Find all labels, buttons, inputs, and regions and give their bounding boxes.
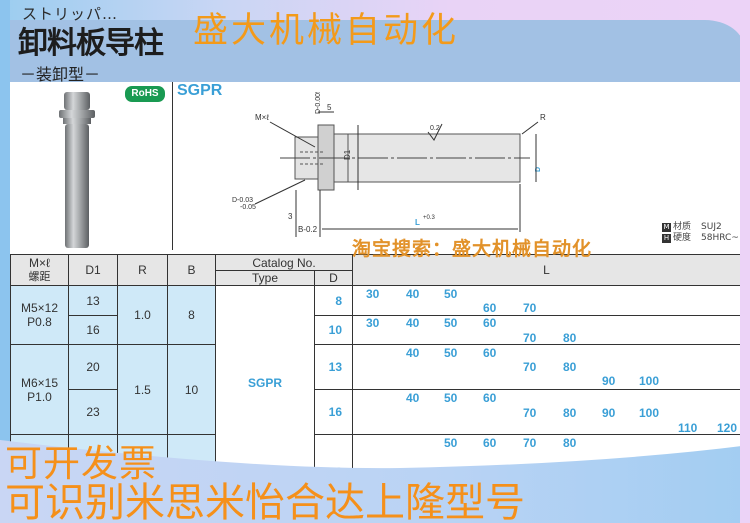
promo-model-compat-text: 可识别米思米怡合达上隆型号 [5,480,525,523]
header-catalog-no: Catalog No. [215,254,353,271]
b-value: 8 [167,285,216,345]
d-value: 10 [314,315,353,345]
header-type: Type [215,270,315,286]
header-r: R [117,254,168,286]
l-values: 40 50 60 70 80 90 100 110 120 [352,389,741,435]
svg-text:5: 5 [327,103,332,112]
catalog-document: RoHS SGPR M×ℓ D-0.005 5 D1 0.2 R D D-0.0… [10,82,745,523]
d1-value: 13 [68,285,118,316]
watermark-shop-name: 盛大机械自动化 [193,11,460,51]
l-values: 30 40 50 60 70 80 [352,315,741,345]
d-value: 13 [314,344,353,390]
product-image-area: RoHS [10,82,172,252]
l-values: 30 40 50 60 70 [352,285,741,316]
japanese-subtitle: ストリッパ… [22,5,119,23]
hardness-label: 硬度 [673,233,692,243]
svg-text:3: 3 [288,212,293,221]
thread-value: M6×15 [20,375,59,390]
product-code: SGPR [177,82,223,99]
svg-text:R: R [540,113,546,122]
header-d1: D1 [68,254,118,286]
d-value: 16 [314,389,353,435]
d1-value: 23 [68,389,118,435]
svg-text:D-0.005: D-0.005 [315,92,322,114]
left-border-stripe [0,0,10,523]
material-label: 材质 [673,222,692,232]
hardness-value: 58HRC~ [701,233,739,243]
r-value: 1.5 [117,344,168,435]
promo-banner [0,440,750,523]
svg-text:D1: D1 [343,149,352,160]
r-value: 1.0 [117,285,168,345]
svg-text:D: D [535,167,542,172]
d-value: 8 [314,285,353,316]
svg-text:0.2: 0.2 [430,125,440,132]
pitch-value: P0.8 [27,315,52,329]
material-icon: M [662,223,671,232]
thread-label: M×ℓ [255,113,269,122]
header-d: D [314,270,353,286]
svg-text:-0.05: -0.05 [240,204,256,211]
b-value: 10 [167,344,216,435]
l-values: 40 50 60 70 80 90 100 [352,344,741,390]
watermark-taobao-search: 淘宝搜索：盛大机械自动化 [352,238,593,260]
thread-value: M5×12 [20,301,59,315]
header-band [10,20,745,85]
svg-text:+0.3: +0.3 [423,215,436,221]
d1-value: 20 [68,344,118,390]
svg-text:B-0.2: B-0.2 [298,225,318,234]
header-l: L [352,254,741,286]
promo-invoice-text: 可开发票 [5,442,157,485]
type-value: SGPR [215,285,315,480]
guide-pin-image [59,92,95,248]
page-subtitle: －装卸型－ [20,65,101,84]
right-border-stripe [740,0,750,523]
divider [172,82,173,250]
header-b: B [167,254,216,286]
svg-text:D-0.03: D-0.03 [232,197,253,204]
technical-drawing: M×ℓ D-0.005 5 D1 0.2 R D D-0.03 -0.05 3 … [232,92,546,237]
rohs-badge: RoHS [125,86,165,102]
material-value: SUJ2 [701,222,722,232]
page-title: 卸料板导柱 [18,26,164,61]
hardness-icon: H [662,234,671,243]
d1-value: 16 [68,315,118,345]
svg-text:L: L [415,218,420,227]
pitch-value: P1.0 [27,389,52,404]
